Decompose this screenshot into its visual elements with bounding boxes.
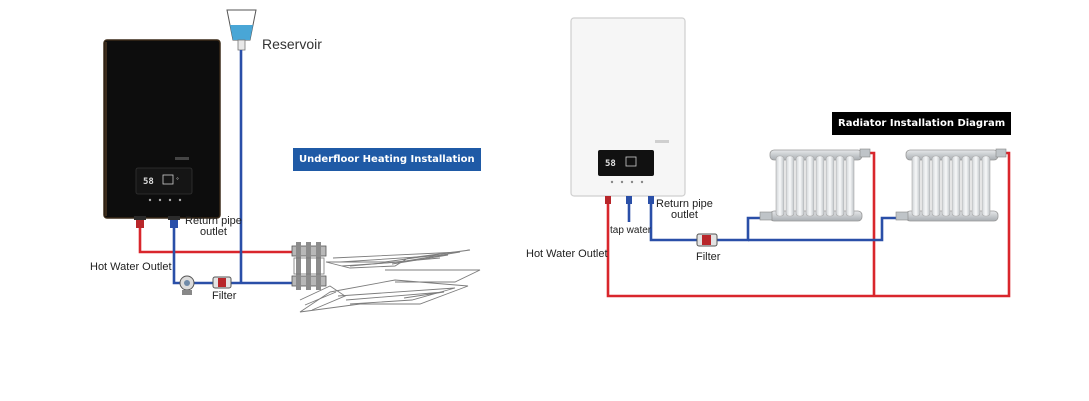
left-return-label-line1: Return pipe [185,215,242,227]
radiator-2 [895,148,1007,222]
underfloor-title-badge: Underfloor Heating Installation [293,148,481,171]
radiator-title-badge: Radiator Installation Diagram [832,112,1012,135]
right-return-label-line2: outlet [670,209,698,221]
hot-outlet-fitting [136,218,144,228]
boiler-display-temp: 58 [143,177,154,187]
white-boiler: 58 [570,17,686,197]
filter [212,276,232,289]
manifold [291,242,327,290]
dark-boiler: 58 ° [103,39,221,219]
radiator-diagram: 58 [570,17,1011,298]
boiler-display-unit: ° [176,177,179,184]
radiator-filter [696,233,718,247]
reservoir-label: Reservoir [262,36,322,52]
right-filter-label: Filter [696,251,721,263]
right-hot-water-label: Hot Water Outlet [526,248,608,260]
right-return-pipe-label: Return pipe outlet [656,199,713,221]
radiator-1 [759,148,871,222]
left-return-pipe-label: Return pipe outlet [185,216,242,238]
return-outlet-fitting [170,218,178,228]
left-return-label-line2: outlet [199,226,227,238]
right-return-label-line1: Return pipe [656,198,713,210]
tap-water-label: tap water [610,225,652,236]
white-boiler-display-temp: 58 [605,159,616,169]
return-pipe [172,228,292,285]
underfloor-heating-diagram: 58 ° [103,9,481,313]
circulation-pump [179,275,195,295]
left-filter-label: Filter [212,290,237,302]
reservoir [226,9,257,51]
underfloor-coils [299,249,481,313]
left-hot-water-label: Hot Water Outlet [90,261,172,273]
